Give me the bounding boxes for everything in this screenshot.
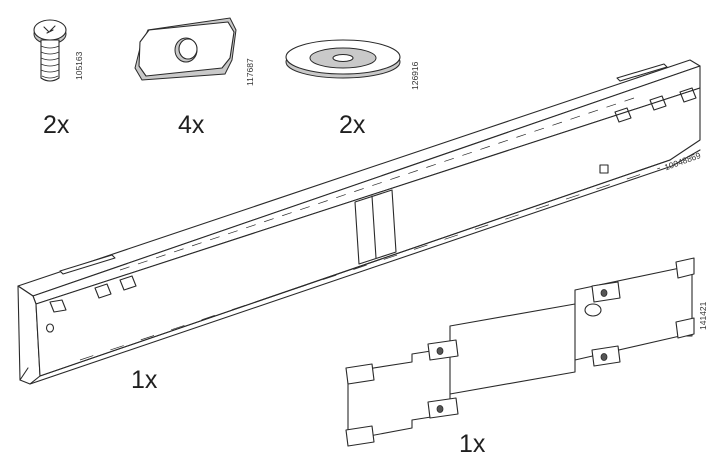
screw-quantity: 2x bbox=[43, 111, 70, 139]
bracket-article-number: 141421 bbox=[698, 301, 708, 330]
screw-illustration bbox=[33, 19, 67, 82]
washer-quantity: 2x bbox=[339, 111, 366, 139]
spacer-block-illustration bbox=[134, 17, 237, 81]
bracket-illustration bbox=[345, 257, 695, 447]
washer-illustration bbox=[285, 39, 401, 79]
washer-article-number: 126916 bbox=[410, 61, 420, 90]
screw-article-number: 105163 bbox=[74, 51, 84, 80]
bracket-quantity: 1x bbox=[459, 430, 486, 458]
rail-quantity: 1x bbox=[131, 366, 158, 394]
rail-illustration bbox=[17, 59, 701, 385]
spacer-block-quantity: 4x bbox=[178, 111, 205, 139]
spacer-block-article-number: 117687 bbox=[245, 58, 255, 86]
